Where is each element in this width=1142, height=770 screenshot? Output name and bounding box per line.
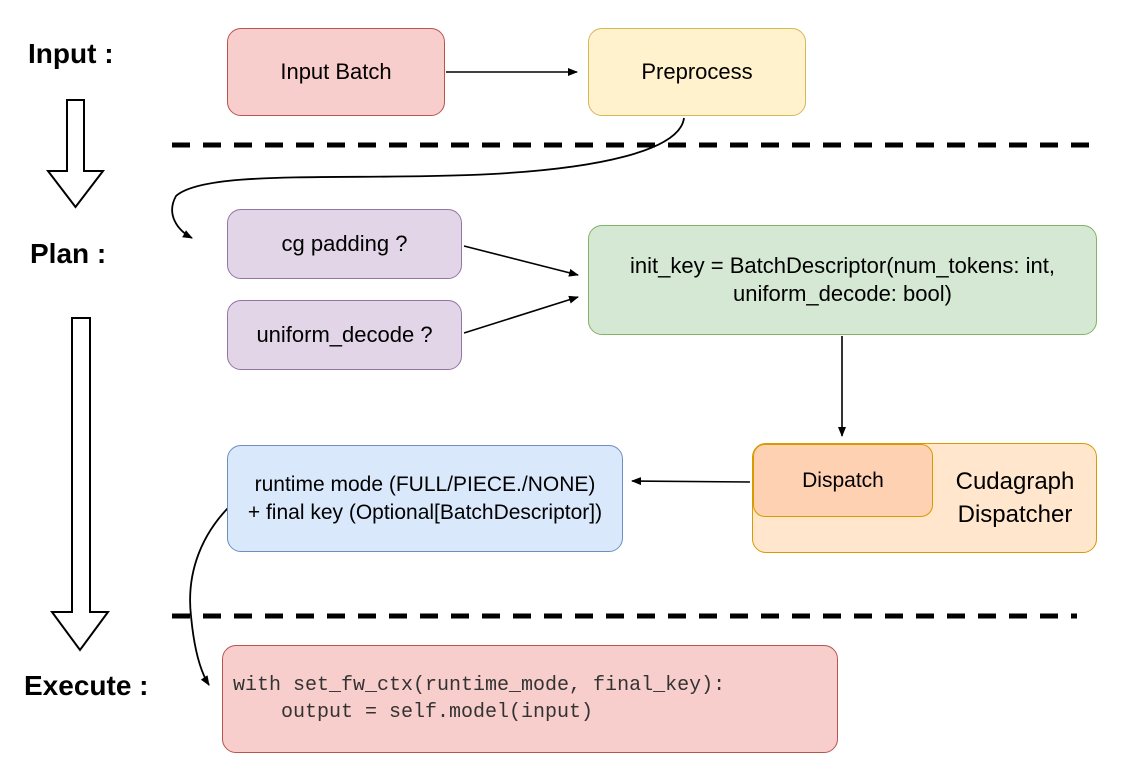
node-preprocess: Preprocess xyxy=(588,28,806,116)
arrow-uniformdecode-to-initkey xyxy=(463,295,579,334)
arrow-cgpadding-to-initkey xyxy=(463,245,579,277)
node-uniform-decode-label: uniform_decode ? xyxy=(256,322,433,347)
node-init-key: init_key = BatchDescriptor(num_tokens: i… xyxy=(588,225,1097,335)
node-uniform-decode: uniform_decode ? xyxy=(227,300,462,370)
arrow-dispatch-to-runtimemode xyxy=(631,477,751,486)
section-label-execute: Execute : xyxy=(24,670,149,701)
section-label-plan: Plan : xyxy=(30,238,107,269)
execute-code-block: with set_fw_ctx(runtime_mode, final_key)… xyxy=(223,672,725,726)
node-cg-padding: cg padding ? xyxy=(227,209,462,279)
node-preprocess-label: Preprocess xyxy=(641,59,753,84)
node-runtime-mode: runtime mode (FULL/PIECE./NONE) + final … xyxy=(227,445,623,552)
node-runtime-mode-line2: + final key (Optional[BatchDescriptor]) xyxy=(247,500,603,524)
node-runtime-mode-line1: runtime mode (FULL/PIECE./NONE) xyxy=(254,472,596,496)
arrow-preprocess-to-cgpadding xyxy=(171,117,685,239)
arrow-runtimemode-to-executecode xyxy=(189,501,235,686)
hollow-arrow-plan-to-execute xyxy=(50,317,110,652)
node-cg-padding-label: cg padding ? xyxy=(281,231,408,256)
hollow-arrow-input-to-plan xyxy=(45,99,106,209)
section-label-input: Input : xyxy=(28,38,114,69)
node-input-batch: Input Batch xyxy=(227,28,445,116)
node-dispatch-label: Dispatch xyxy=(802,468,884,492)
node-input-batch-label: Input Batch xyxy=(280,59,392,84)
node-init-key-line1: init_key = BatchDescriptor(num_tokens: i… xyxy=(630,253,1055,278)
execute-code-line1: with set_fw_ctx(runtime_mode, final_key)… xyxy=(233,674,726,697)
node-cudagraph-dispatcher-label: Cudagraph Dispatcher xyxy=(955,468,1075,528)
node-execute-code: with set_fw_ctx(runtime_mode, final_key)… xyxy=(222,645,838,753)
node-dispatch: Dispatch xyxy=(753,444,933,517)
node-init-key-line2: uniform_decode: bool) xyxy=(733,281,952,306)
execute-code-line2: output = self.model(input) xyxy=(233,701,594,724)
